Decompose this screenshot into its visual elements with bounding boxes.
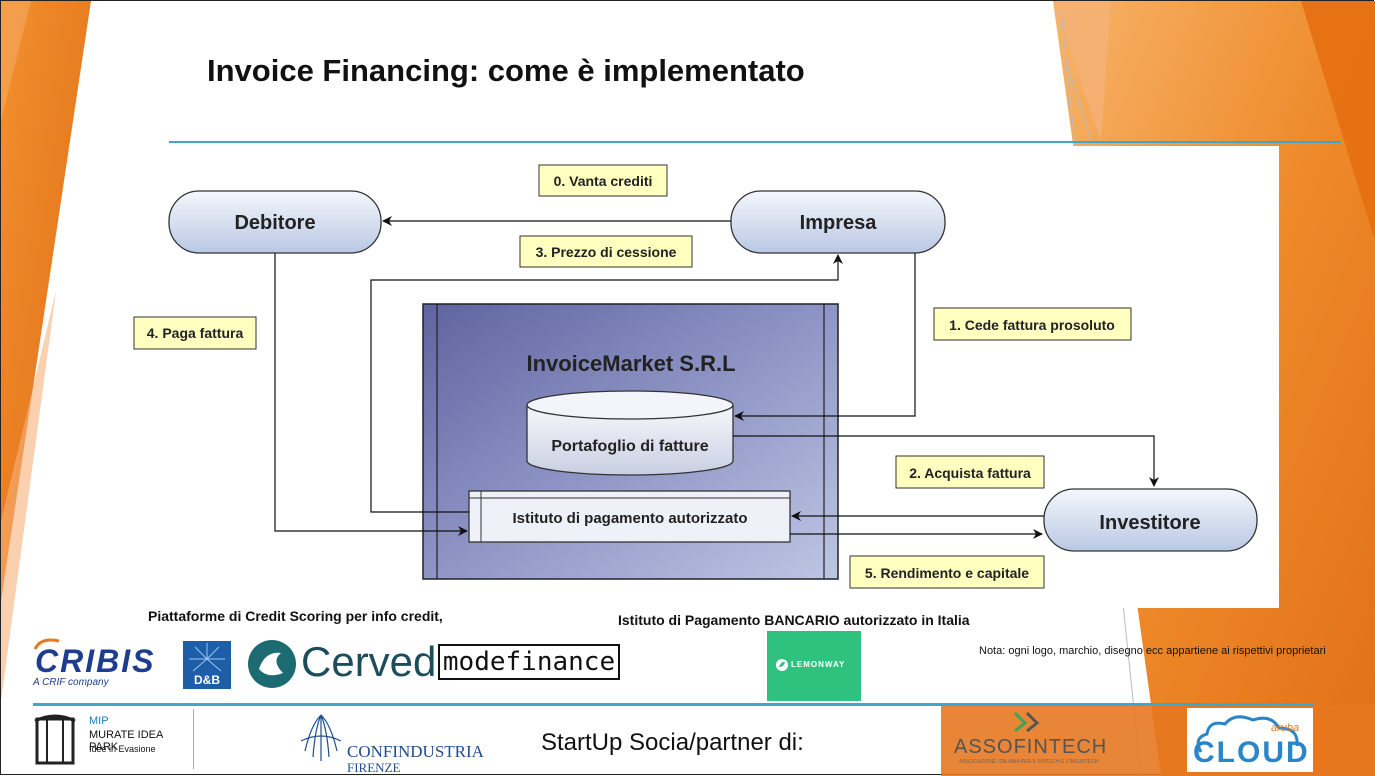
container-label: InvoiceMarket S.R.L: [526, 351, 735, 376]
edge-impresa-portafoglio: [734, 253, 916, 421]
credit-scoring-caption: Piattaforme di Credit Scoring per info c…: [148, 608, 443, 624]
assofintech-logo: ASSOFINTECH: [954, 736, 1108, 758]
note-2: 2. Acquista fattura: [895, 455, 1045, 489]
svg-text:3. Prezzo di cessione: 3. Prezzo di cessione: [536, 244, 677, 260]
assofintech-chevron-icon: [1013, 711, 1040, 733]
startup-caption: StartUp Socia/partner di:: [541, 729, 804, 756]
svg-text:2. Acquista fattura: 2. Acquista fattura: [909, 465, 1031, 481]
svg-text:1. Cede fattura prosoluto: 1. Cede fattura prosoluto: [949, 317, 1115, 333]
cloud-icon: [1196, 715, 1299, 753]
title-underline: [169, 141, 1341, 143]
cerved-mark-icon: [248, 640, 296, 688]
confindustria-firenze: FIRENZE: [347, 760, 401, 775]
svg-text:0. Vanta crediti: 0. Vanta crediti: [554, 173, 653, 189]
cribis-swoosh-icon: [33, 638, 60, 650]
dnb-logo: D&B: [183, 641, 231, 689]
lemonway-logo: LEMONWAY: [767, 631, 861, 701]
note-5: 5. Rendimento e capitale: [849, 555, 1045, 589]
note-1: 1. Cede fattura prosoluto: [933, 307, 1132, 341]
confindustria-emblem-icon: [300, 714, 342, 761]
mip-logo: MIP MURATE IDEA PARK Idee in Evasione: [31, 709, 194, 769]
debitore-label: Debitore: [234, 212, 315, 234]
diagram-canvas: InvoiceMarket S.R.L Portafoglio di fattu…: [133, 146, 1279, 608]
portafoglio-label: Portafoglio di fatture: [551, 438, 708, 455]
svg-text:4. Paga fattura: 4. Paga fattura: [147, 325, 244, 341]
note-4: 4. Paga fattura: [133, 316, 257, 350]
debitore-node: Debitore: [168, 190, 382, 254]
cerved-logo: Cerved: [301, 638, 437, 685]
mip-building-icon: [34, 714, 76, 765]
istituto-caption: Istituto di Pagamento BANCARIO autorizza…: [618, 612, 970, 628]
modefinance-logo: modefinance: [438, 644, 620, 680]
istituto-box: Istituto di pagamento autorizzato: [468, 490, 791, 543]
lemonway-leaf-icon: [776, 659, 788, 671]
aruba-cloud-logo: aruba CLOUD: [1187, 708, 1313, 772]
confindustria-logo: CONFINDUSTRIA: [347, 742, 484, 761]
edge-istituto-impresa: [370, 254, 843, 513]
svg-text:5. Rendimento e capitale: 5. Rendimento e capitale: [865, 565, 1029, 581]
note-3: 3. Prezzo di cessione: [519, 235, 693, 268]
portafoglio-cylinder: Portafoglio di fatture: [526, 390, 734, 476]
edge-portafoglio-investitore: [733, 435, 1159, 487]
edge-debitore-istituto: [274, 253, 468, 536]
footer-rule: [33, 703, 1313, 706]
impresa-label: Impresa: [800, 212, 878, 234]
page-title: Invoice Financing: come è implementato: [207, 53, 805, 88]
investitore-node: Investitore: [1043, 488, 1258, 552]
note-0: 0. Vanta crediti: [538, 164, 668, 197]
nota-text: Nota: ogni logo, marchio, disegno ecc ap…: [979, 645, 1326, 657]
investitore-label: Investitore: [1099, 512, 1200, 534]
istituto-label: Istituto di pagamento autorizzato: [513, 510, 748, 527]
assofintech-subtitle: ASSOCIAZIONE ITALIANA PER IL FINTECH E L…: [959, 759, 1099, 765]
dnb-burst-icon: [189, 643, 225, 672]
impresa-node: Impresa: [730, 190, 946, 254]
cribis-subtitle: A CRIF company: [33, 677, 109, 688]
cribis-logo: CRIBIS: [35, 643, 156, 679]
flow-diagram: InvoiceMarket S.R.L Portafoglio di fattu…: [133, 164, 1258, 589]
